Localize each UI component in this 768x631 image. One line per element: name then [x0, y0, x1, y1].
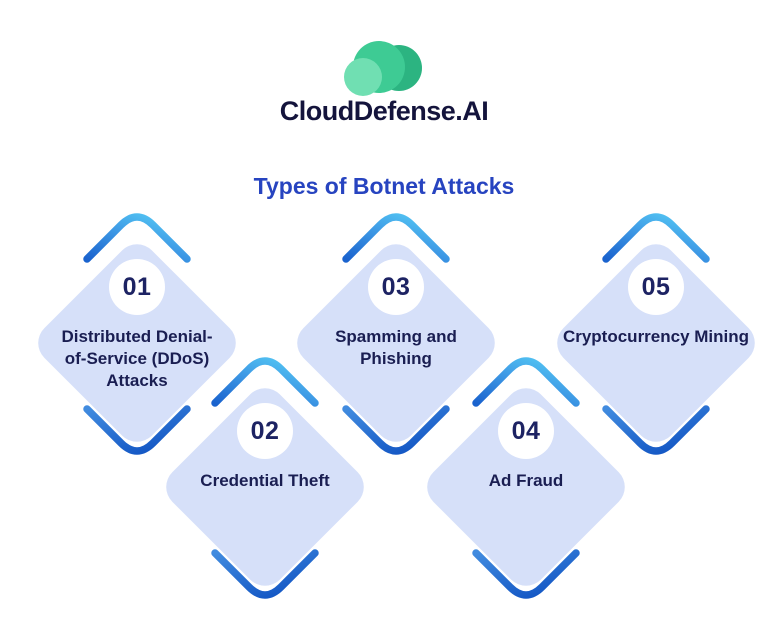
step-number-badge: 01: [109, 259, 165, 315]
attack-type-label: Spamming and Phishing: [335, 327, 457, 368]
bottom-chevron-icon: [83, 405, 191, 455]
bottom-chevron-icon: [211, 549, 319, 599]
top-chevron-icon: [602, 213, 710, 263]
attack-type-label: Distributed Denial- of-Service (DDoS) At…: [61, 327, 213, 390]
step-number-badge: 05: [628, 259, 684, 315]
attack-type-label: Cryptocurrency Mining: [562, 327, 750, 346]
cloud-logo-icon: [344, 41, 422, 96]
step-number-badge: 03: [368, 259, 424, 315]
bottom-chevron-icon: [602, 405, 710, 455]
top-chevron-icon: [211, 357, 319, 407]
attack-type-label: Ad Fraud: [488, 471, 564, 490]
step-number-badge: 04: [498, 403, 554, 459]
top-chevron-icon: [472, 357, 580, 407]
bottom-chevron-icon: [472, 549, 580, 599]
brand-name: CloudDefense.AI: [279, 96, 489, 126]
top-chevron-icon: [83, 213, 191, 263]
step-number-badge: 02: [237, 403, 293, 459]
attack-type-label: Credential Theft: [200, 471, 330, 490]
bottom-chevron-icon: [342, 405, 450, 455]
top-chevron-icon: [342, 213, 450, 263]
page-title: Types of Botnet Attacks: [253, 173, 515, 199]
